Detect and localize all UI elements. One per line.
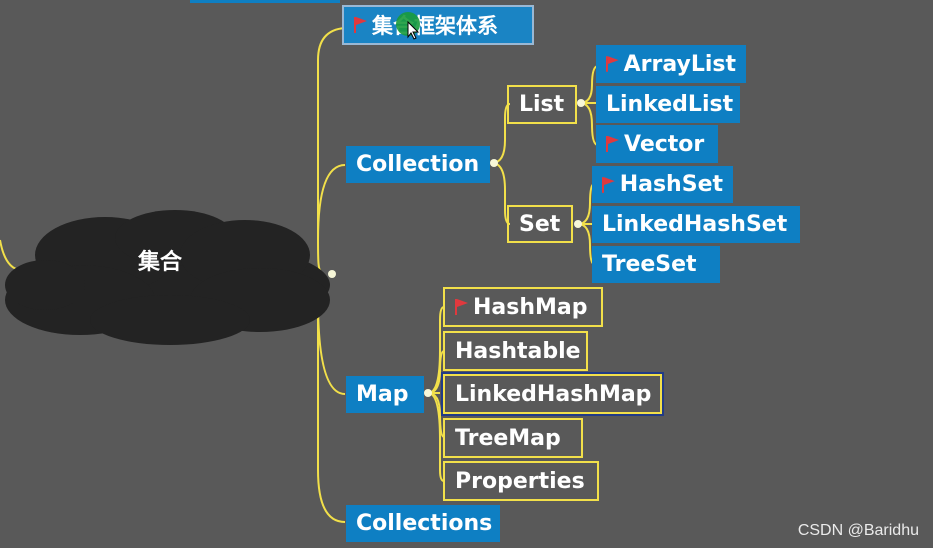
node-linkedhashmap[interactable]: LinkedHashMap [441,372,664,416]
node-vector[interactable]: Vector [596,125,718,163]
node-hashtable-label: Hashtable [455,338,581,364]
node-treeset[interactable]: TreeSet [592,246,720,283]
node-arraylist-label: ArrayList [623,51,736,77]
title-node-label: 集合框架体系 [372,14,498,38]
offscreen-node-edge [190,0,340,3]
node-linkedlist[interactable]: LinkedList [596,86,740,123]
node-list-label: List [519,92,565,117]
node-linkedlist-label: LinkedList [606,92,734,117]
node-vector-label: Vector [624,131,705,157]
node-treeset-label: TreeSet [602,252,697,277]
list-collapse-dot[interactable] [577,99,585,107]
node-arraylist[interactable]: ArrayList [596,45,746,83]
node-collections-label: Collections [356,511,493,536]
watermark: CSDN @Baridhu [797,522,919,539]
node-hashmap[interactable]: HashMap [443,287,603,327]
flag-icon [606,136,619,152]
map-collapse-dot[interactable] [424,389,432,397]
node-hashset-label: HashSet [619,172,723,197]
flag-icon [606,56,619,72]
node-set[interactable]: Set [507,205,573,243]
node-collection[interactable]: Collection [346,146,490,183]
node-map[interactable]: Map [346,376,424,413]
node-properties-label: Properties [455,468,585,494]
node-set-label: Set [519,211,561,237]
node-list[interactable]: List [507,85,577,124]
root-collapse-dot[interactable] [328,270,336,278]
node-map-label: Map [356,382,409,407]
flag-icon [602,176,615,193]
node-linkedhashmap-label: LinkedHashMap [455,381,652,407]
set-collapse-dot[interactable] [574,220,582,228]
node-hashmap-label: HashMap [473,294,588,320]
title-node[interactable]: 集合框架体系 [342,5,534,45]
node-linkedhashset-label: LinkedHashSet [602,212,788,237]
node-hashtable[interactable]: Hashtable [443,331,588,371]
node-linkedhashset[interactable]: LinkedHashSet [592,206,800,243]
node-properties[interactable]: Properties [443,461,599,501]
node-hashset[interactable]: HashSet [592,166,733,203]
root-topic-label[interactable]: 集合 [138,250,183,275]
node-collection-label: Collection [356,152,480,177]
node-treemap[interactable]: TreeMap [443,418,583,458]
flag-icon [455,299,468,315]
root-cloud-shape [5,210,330,345]
collection-collapse-dot[interactable] [490,159,498,167]
flag-icon [354,17,367,33]
cursor-icon [396,12,420,40]
node-treemap-label: TreeMap [455,425,561,451]
node-collections[interactable]: Collections [346,505,500,542]
